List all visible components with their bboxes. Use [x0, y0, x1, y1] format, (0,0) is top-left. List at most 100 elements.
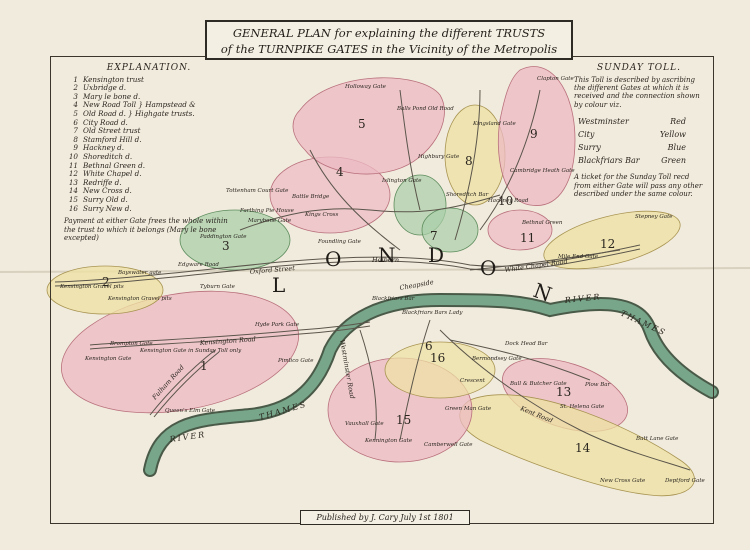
- trust-row: 13 Redriffe d.: [64, 177, 234, 188]
- place-label: Bull & Butcher Gate: [509, 381, 567, 387]
- trust-number: 16: [68, 203, 78, 213]
- trust-number: 8: [73, 134, 78, 144]
- trust-name: Old Street trust: [83, 126, 141, 136]
- roads: [54, 89, 691, 471]
- toll-color: Green: [661, 156, 686, 166]
- place-label: Tottenham Court Gate: [226, 188, 289, 194]
- place-label: Hackney Road: [487, 198, 529, 204]
- zone-number: 7: [430, 229, 438, 243]
- place-label: Green Man Gate: [445, 406, 492, 412]
- trust-name: Uxbridge d.: [83, 83, 127, 93]
- explanation-heading: EXPLANATION.: [106, 63, 192, 73]
- place-label: St. Helena Gate: [560, 404, 605, 410]
- place-label: Holloway Gate: [344, 84, 387, 90]
- trust-number: 5: [73, 108, 78, 118]
- city-letter: O: [325, 247, 341, 271]
- zone-5-old-road: [292, 77, 445, 175]
- zone-number: 14: [575, 441, 591, 455]
- place-label: Blackfriars Bar: [371, 296, 415, 302]
- toll-district: Blackfriars Bar: [578, 156, 640, 166]
- title-line-1: GENERAL PLAN for explaining the differen…: [232, 26, 546, 40]
- place-label: Dock Head Bar: [504, 341, 548, 347]
- place-label: Kennington Gate: [364, 438, 413, 444]
- place-label: Edgware Road: [177, 262, 219, 268]
- place-label: Battle Bridge: [291, 194, 330, 200]
- zone-number: 2: [102, 275, 110, 289]
- place-label: Vauxhall Gate: [345, 421, 384, 427]
- place-label: Pimlico Gate: [277, 358, 314, 364]
- city-letter: N: [378, 243, 396, 267]
- trust-number: 14: [68, 186, 78, 196]
- trust-number: 9: [73, 143, 78, 153]
- toll-color: Yellow: [659, 130, 686, 140]
- zone-numbers: 1 2 3 4 5 6 7 8 9 10 11 12 13 14 15 16: [102, 117, 615, 455]
- zone-number: 11: [520, 231, 535, 245]
- place-labels: Kensington Gravel pits Bayswater gate Ke…: [59, 76, 706, 484]
- trust-number: 12: [68, 169, 78, 179]
- trust-name: Hackney d.: [83, 143, 125, 153]
- road-label: Oxford Street: [249, 264, 295, 276]
- toll-district: Surry: [578, 143, 601, 153]
- trust-number: 1: [73, 74, 78, 84]
- trust-name: White Chapel d.: [83, 169, 142, 179]
- trust-zones: [46, 66, 695, 497]
- place-label: Bethnal Green: [521, 220, 563, 226]
- place-label: New Cross Gate: [599, 478, 646, 484]
- zone-2-uxbridge: [46, 265, 164, 315]
- place-label: Butt Lane Gate: [635, 436, 679, 442]
- zone-11-bethnal-green: [487, 209, 553, 251]
- city-letter: O: [480, 256, 496, 280]
- place-label: Kensington Gate in Sunday Toll only: [139, 348, 242, 354]
- city-letter: D: [428, 243, 444, 267]
- place-label: Deptford Gate: [664, 478, 706, 484]
- place-label: Blackfriars Bars Lady: [401, 310, 463, 316]
- place-label: Shoreditch Bar: [446, 192, 489, 198]
- place-label: Bayswater gate: [117, 270, 162, 276]
- zone-number: 8: [465, 154, 473, 168]
- zone-number: 4: [336, 165, 344, 179]
- trust-name: Old Road d. } Highgate trusts.: [83, 108, 195, 118]
- trust-name: Redriffe d.: [83, 177, 122, 187]
- zone-number: 1: [200, 359, 208, 373]
- trust-name: Mary le bone d.: [83, 91, 141, 101]
- title-line-2: of the TURNPIKE GATES in the Vicinity of…: [220, 42, 558, 56]
- place-label: Camberwell Gate: [424, 442, 473, 448]
- place-label: Marybone Gate: [247, 218, 292, 224]
- explanation-note: Payment at either Gate frees the whole w…: [64, 217, 228, 242]
- publisher-imprint: Published by J. Cary July 1st 1801: [300, 510, 470, 525]
- trust-name: Surry Old d.: [83, 194, 128, 204]
- place-label: Kensington Gate: [84, 356, 132, 362]
- title-cartouche: GENERAL PLAN for explaining the differen…: [205, 20, 573, 60]
- trust-number: 7: [73, 126, 78, 136]
- zone-number: 15: [396, 413, 411, 427]
- city-letter: L: [272, 273, 285, 297]
- sunday-toll-intro: This Toll is described by ascribing the …: [574, 75, 700, 109]
- trust-number: 13: [68, 177, 78, 187]
- toll-district: Westminster: [578, 117, 629, 127]
- trust-row: 9 Hackney d.: [64, 144, 234, 153]
- place-label: Crescent: [460, 378, 486, 384]
- place-label: Foundling Gate: [317, 239, 362, 245]
- trust-row: 7 Old Street trust: [64, 126, 234, 136]
- place-label: Kings Cross: [304, 212, 338, 218]
- place-label: Queen's Elm Gate: [165, 408, 216, 414]
- road-label: Kensington Road: [199, 335, 257, 347]
- place-label: Brompton Gate: [109, 341, 153, 347]
- zone-3-marylebone: [179, 209, 291, 271]
- toll-color-row: Blackfriars Bar Green: [578, 154, 686, 167]
- trust-number: 15: [68, 194, 78, 204]
- place-label: Kensington Gravel pits: [107, 296, 172, 302]
- trust-number: 11: [68, 160, 78, 170]
